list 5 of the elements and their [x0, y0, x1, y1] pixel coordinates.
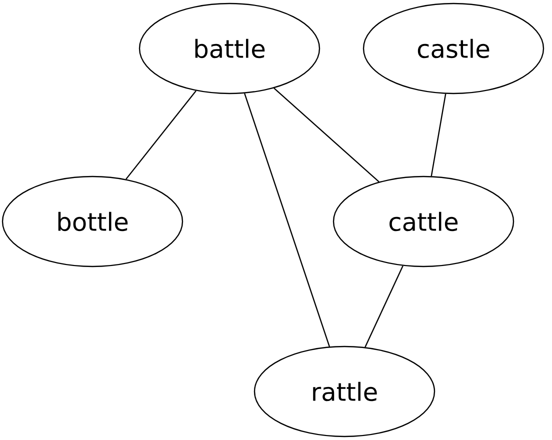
- connector-line: [274, 88, 380, 182]
- connector-line: [244, 93, 330, 347]
- connector-line: [430, 94, 446, 176]
- connector-line: [126, 90, 196, 180]
- connector-line: [364, 266, 404, 348]
